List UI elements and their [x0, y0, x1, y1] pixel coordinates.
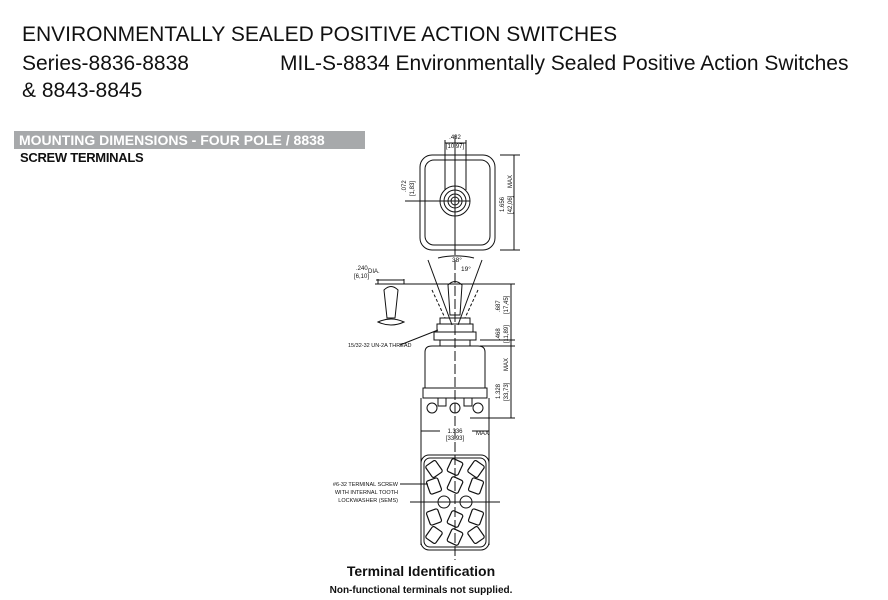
- section-title: MOUNTING DIMENSIONS - FOUR POLE / 8838: [19, 132, 325, 148]
- series-line-1: Series-8836-8838: [22, 52, 189, 75]
- dim-468-mm: [11,89]: [504, 325, 510, 343]
- dim-432-mm: [10,97]: [446, 144, 465, 150]
- section-band: MOUNTING DIMENSIONS - FOUR POLE / 8838: [14, 131, 365, 149]
- dim-1336-max: MAX: [476, 431, 489, 437]
- dim-dia: DIA.: [368, 269, 380, 275]
- caption-title: Terminal Identification: [346, 563, 496, 579]
- terminal-view: [400, 454, 500, 551]
- dim-072-mm: [1,83]: [410, 181, 416, 196]
- angle-19: 19°: [461, 265, 471, 273]
- terminal-note-2: WITH INTERNAL TOOTH: [335, 490, 398, 496]
- series-line-2: & 8843-8845: [22, 79, 143, 102]
- dim-1328-mm: [33,73]: [504, 382, 510, 401]
- dim-1328-max: MAX: [504, 358, 510, 371]
- angle-38: 38°: [452, 256, 462, 264]
- dim-072: .072: [402, 180, 408, 192]
- terminal-note-1: #6-32 TERMINAL SCREW: [333, 482, 399, 488]
- dim-1328: 1.328: [496, 383, 502, 399]
- caption-note: Non-functional terminals not supplied.: [329, 585, 513, 596]
- dim-240-mm: [6,10]: [354, 274, 369, 280]
- dim-432: .432: [449, 135, 461, 141]
- dim-1656-mm: [42,06]: [508, 195, 514, 214]
- dim-240: .240: [356, 266, 368, 272]
- spec-title: MIL-S-8834 Environmentally Sealed Positi…: [280, 52, 849, 75]
- section-subtitle: SCREW TERMINALS: [20, 150, 144, 165]
- dim-687: .687: [496, 300, 502, 312]
- terminal-note-3: LOCKWASHER (SEMS): [338, 498, 398, 504]
- dim-1656-max: MAX: [508, 175, 514, 188]
- page-title: ENVIRONMENTALLY SEALED POSITIVE ACTION S…: [22, 23, 618, 46]
- dim-1656: 1.656: [500, 196, 506, 212]
- dim-687-mm: [17,45]: [504, 295, 510, 314]
- dim-468: .468: [496, 328, 502, 340]
- dim-1336-mm: [33,93]: [446, 436, 465, 442]
- side-view: [375, 255, 515, 560]
- thread-note: 15/32-32 UN-2A THREAD: [348, 343, 412, 349]
- dim-1336: 1.336: [447, 429, 463, 435]
- top-view: [405, 135, 520, 255]
